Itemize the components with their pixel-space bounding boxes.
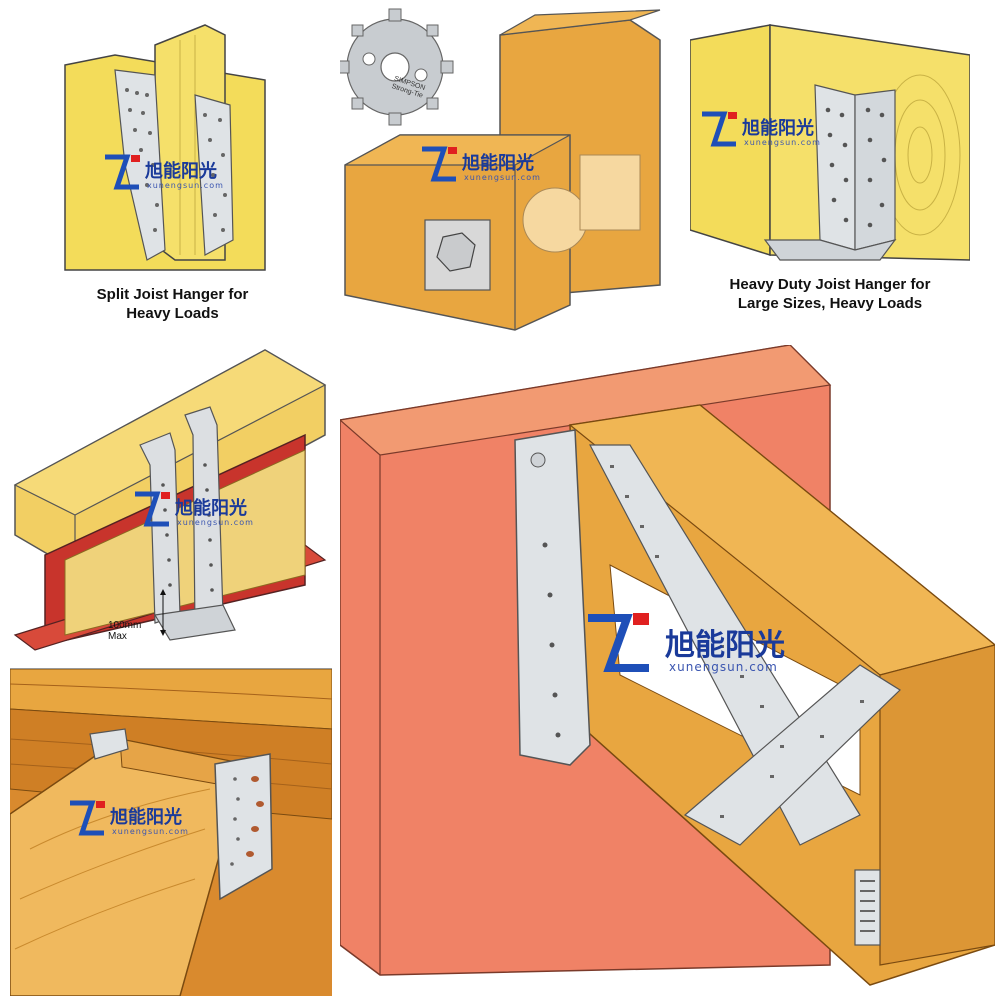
panel-heavy-duty-hanger: 旭能阳光 xunengsun.com Heavy Duty Joist Hang… (690, 15, 970, 335)
panel-skewed-hanger: 旭能阳光 xunengsun.com (340, 345, 995, 995)
shear-plate-illustration (340, 8, 661, 331)
caption-line: Heavy Loads (126, 305, 219, 322)
face-mount-illustration (10, 669, 332, 996)
panel-face-mount-hanger: 旭能阳光 xunengsun.com (10, 668, 332, 996)
panel-split-joist-hanger: 旭能阳光 xunengsun.com Split Joist Hanger fo… (55, 15, 290, 335)
panel-shear-plate: SIMPSON Strong-Tie 旭能阳光 xunengsun.com (340, 5, 665, 335)
split-hanger-illustration (64, 24, 266, 271)
panel-steel-beam-hanger: 100mm Max 旭能阳光 xunengsun.com (5, 345, 330, 655)
caption-line: Split Joist Hanger for (96, 286, 249, 303)
caption-heavy-duty: Heavy Duty Joist Hanger for Large Sizes,… (690, 275, 970, 313)
dimension-label: Max (108, 631, 127, 642)
dimension-annotation: 100mm Max (108, 620, 141, 642)
skewed-hanger-illustration (340, 345, 995, 986)
caption-line: Heavy Duty Joist Hanger for (729, 276, 931, 293)
caption-split-hanger: Split Joist Hanger for Heavy Loads (55, 285, 290, 323)
caption-line: Large Sizes, Heavy Loads (737, 295, 923, 312)
steel-beam-illustration (13, 349, 327, 651)
dimension-value: 100mm (108, 620, 142, 631)
